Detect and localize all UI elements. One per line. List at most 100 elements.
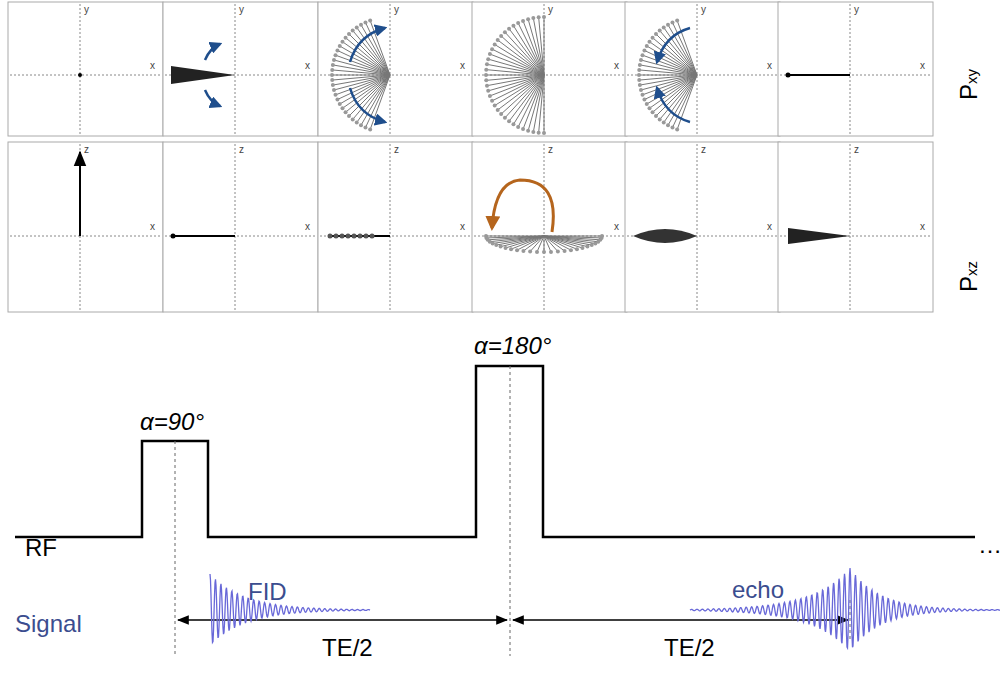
- axis-line: [235, 144, 236, 310]
- spin-tip: [647, 106, 651, 110]
- echo-center-line: [850, 600, 851, 640]
- spin-tip: [330, 78, 334, 82]
- axis-label: x: [614, 222, 619, 232]
- spin-tip: [364, 234, 369, 239]
- spin-tip: [328, 234, 333, 239]
- spin-tip: [521, 249, 525, 253]
- magnetization-lens: [633, 229, 697, 243]
- echo-label: echo: [732, 578, 784, 602]
- spin-tip: [563, 249, 567, 253]
- spin-tip: [651, 36, 655, 40]
- dephasing-arrow: [350, 28, 385, 62]
- dephasing-arrow: [205, 90, 220, 106]
- spin-vector: [639, 70, 697, 75]
- spin-tip: [675, 18, 679, 22]
- spin-vector: [353, 75, 390, 119]
- spin-tip: [654, 32, 658, 36]
- axis-label: z: [394, 145, 399, 155]
- vector-panel: [472, 2, 627, 136]
- magnetization-vector: [79, 152, 81, 236]
- spin-vector: [487, 64, 544, 75]
- axis-label: z: [548, 145, 553, 155]
- spin-vector: [544, 236, 602, 238]
- axis-label: y: [239, 5, 244, 15]
- spin-tip: [340, 40, 344, 44]
- spin-tip: [666, 23, 670, 27]
- axis-line: [544, 144, 545, 310]
- pulse-center-line: [510, 366, 511, 656]
- axis-label: x: [920, 222, 925, 232]
- magnetization-cone: [788, 228, 850, 244]
- spin-tip: [521, 127, 525, 131]
- fid-signal: [210, 574, 370, 642]
- pulse-center-line: [175, 441, 176, 656]
- spin-tip: [666, 123, 670, 127]
- spin-tip: [654, 114, 658, 118]
- spin-vector: [533, 75, 544, 132]
- spin-tip: [590, 243, 594, 247]
- projection-symbol: P: [955, 276, 982, 292]
- spin-tip: [585, 245, 589, 249]
- spin-tip: [637, 73, 641, 77]
- projection-label: Pxy: [955, 69, 983, 100]
- spin-tip: [542, 131, 546, 135]
- spin-tip: [331, 83, 335, 87]
- spin-tip: [493, 104, 497, 108]
- spin-tip: [786, 73, 791, 78]
- spin-tip: [575, 247, 579, 251]
- spin-vector: [537, 236, 544, 252]
- vector-panel: [8, 2, 163, 136]
- rephasing-arrow: [657, 28, 690, 62]
- spin-tip: [637, 68, 641, 72]
- spin-tip: [526, 129, 530, 133]
- spin-tip: [338, 102, 342, 106]
- spin-tip: [363, 126, 367, 130]
- projection-subscript: xy: [963, 69, 980, 84]
- spin-tip: [658, 117, 662, 121]
- echo-signal: [690, 568, 1000, 648]
- axis-label: y: [548, 5, 553, 15]
- vector-panel: [318, 2, 473, 136]
- spin-tip: [486, 57, 490, 61]
- spin-tip: [542, 15, 546, 19]
- spin-tip: [355, 121, 359, 125]
- spin-tip: [638, 83, 642, 87]
- spin-tip: [499, 112, 503, 116]
- spin-tip: [347, 114, 351, 118]
- vector-panel: [318, 142, 473, 312]
- axis-label: y: [701, 5, 706, 15]
- spin-tip: [486, 89, 490, 93]
- interval-label: TE/2: [322, 636, 373, 660]
- spin-tip: [662, 121, 666, 125]
- axis-line: [10, 75, 161, 76]
- spin-vector: [509, 75, 544, 121]
- vector-panel: [8, 142, 163, 312]
- spin-vector: [640, 65, 697, 75]
- spin-vector: [332, 70, 390, 75]
- spin-tip: [333, 53, 337, 57]
- spin-tip: [515, 248, 519, 252]
- spin-vector: [490, 54, 544, 75]
- spin-vector: [335, 55, 390, 75]
- flip-angle-label: α=180°: [474, 334, 551, 358]
- spin-tip: [340, 106, 344, 110]
- spin-vector: [530, 236, 544, 252]
- spin-tip: [496, 108, 500, 112]
- spin-tip: [332, 58, 336, 62]
- spin-tip: [645, 44, 649, 48]
- axis-line: [320, 75, 471, 76]
- spin-tip: [516, 21, 520, 25]
- axis-label: x: [460, 222, 465, 232]
- spin-tip: [531, 130, 535, 134]
- spin-tip: [363, 20, 367, 24]
- rf-sequence: [15, 366, 975, 537]
- spin-tip: [493, 42, 497, 46]
- spin-vector: [342, 42, 390, 75]
- dephasing-arrow: [205, 44, 220, 60]
- spin-tip: [639, 88, 643, 92]
- spin-tip: [485, 84, 489, 88]
- spin-tip: [516, 125, 520, 129]
- continuation-mark: …: [978, 533, 1002, 557]
- spin-tip: [645, 102, 649, 106]
- spin-tip: [334, 234, 339, 239]
